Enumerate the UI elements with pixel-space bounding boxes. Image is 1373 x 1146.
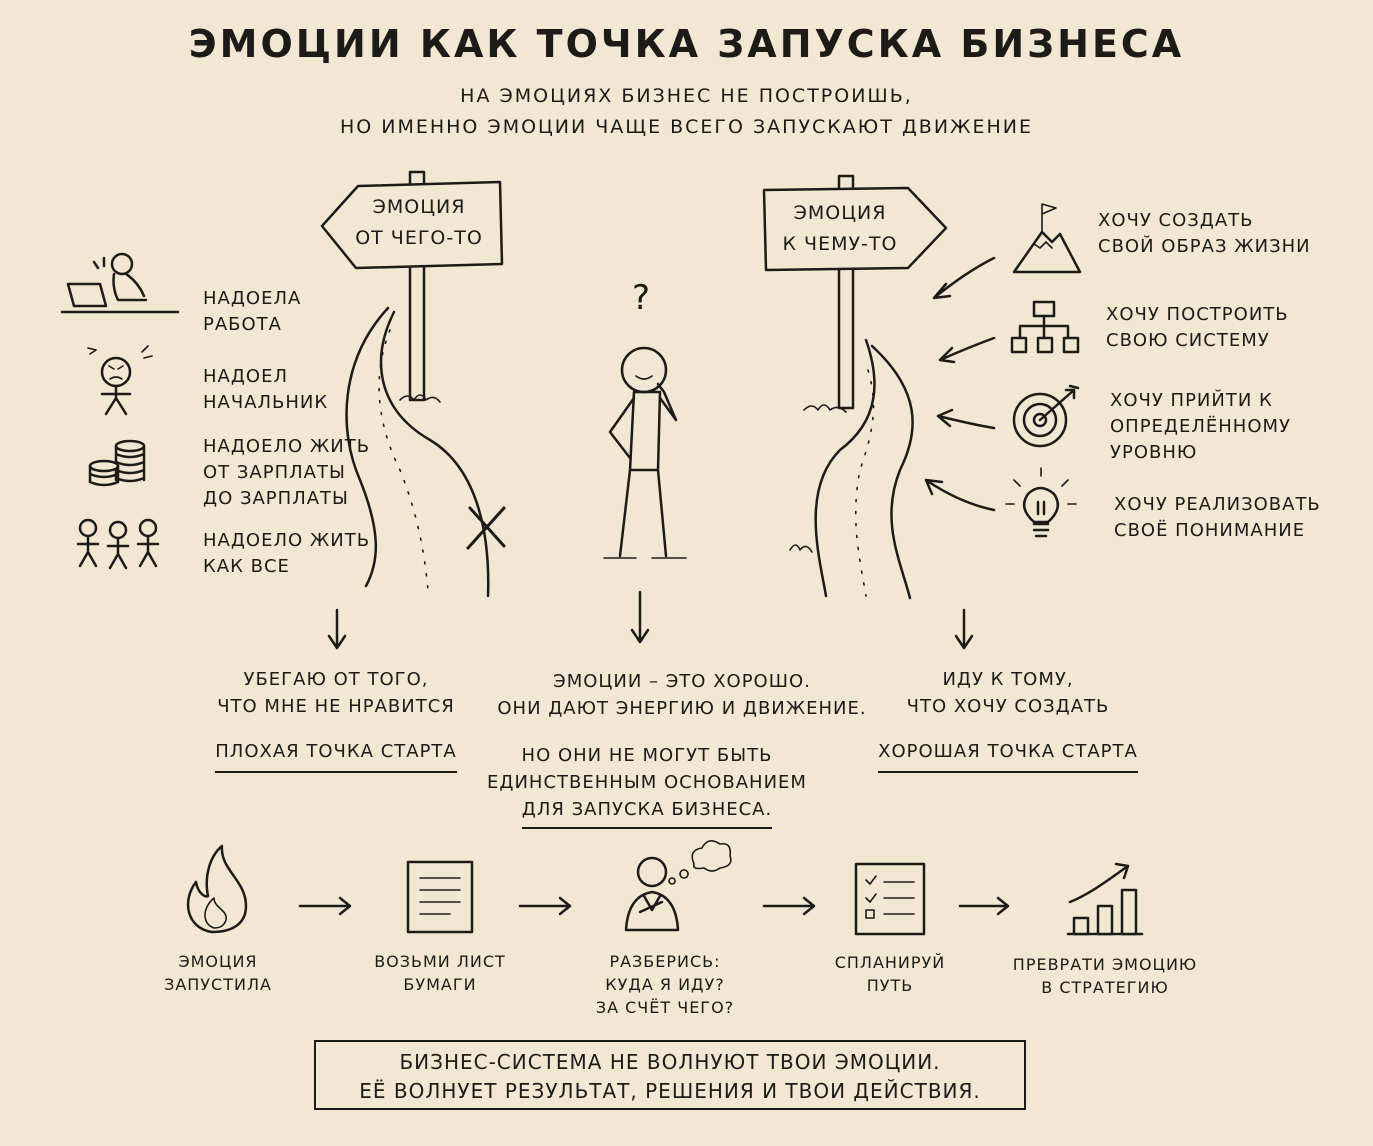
right-sign-line-2: к чему-то xyxy=(782,233,898,255)
step-icons xyxy=(186,840,1144,936)
right-result-line-1: Иду к тому, xyxy=(942,669,1074,690)
left-verdict-wrap: Плохая точка старта xyxy=(176,738,496,773)
right-road xyxy=(789,338,914,600)
right-item-2: Хочу построить свою систему xyxy=(1106,302,1289,354)
step-5-line-2: в стратегию xyxy=(1041,978,1169,997)
left-item-1-line-1: Надоела xyxy=(203,288,302,309)
right-result-line-2: что хочу создать xyxy=(906,696,1110,717)
step-2-line-1: Возьми лист xyxy=(374,952,506,971)
right-result: Иду к тому, что хочу создать xyxy=(848,666,1168,720)
right-item-4: Хочу реализовать своё понимание xyxy=(1114,492,1321,544)
step-2-label: Возьми лист бумаги xyxy=(360,950,520,996)
right-item-1-line-2: свой образ жизни xyxy=(1098,236,1311,257)
laptop-person-icon xyxy=(60,252,180,314)
step-4-line-1: Спланируй xyxy=(834,953,946,972)
step-3-line-2: куда я иду? xyxy=(605,975,725,994)
quote-line-2: Её волнует результат, решения и твои дей… xyxy=(359,1079,981,1103)
left-item-1-line-2: работа xyxy=(203,314,282,335)
right-signpost xyxy=(762,174,948,413)
right-incoming-arrows xyxy=(924,256,996,512)
right-item-3-line-2: определённому xyxy=(1110,416,1292,437)
left-result: Убегаю от того, что мне не нравится xyxy=(176,666,496,720)
question-mark: ? xyxy=(632,278,651,318)
checklist-icon xyxy=(854,862,926,936)
thinking-person-figure xyxy=(603,346,687,559)
step-2-line-2: бумаги xyxy=(403,975,477,994)
left-result-line-2: что мне не нравится xyxy=(217,696,455,717)
left-sign-line-2: от чего-то xyxy=(355,227,483,249)
center-text-2-line-3: для запуска бизнеса. xyxy=(521,796,773,829)
step-5-label: Преврати эмоцию в стратегию xyxy=(1012,953,1198,999)
center-text-line-2: Они дают энергию и движение. xyxy=(497,698,867,719)
right-item-3-line-1: Хочу прийти к xyxy=(1110,390,1273,411)
org-structure-icon xyxy=(1010,300,1080,354)
center-text-2-line-2: единственным основанием xyxy=(487,772,807,793)
right-item-2-line-1: Хочу построить xyxy=(1106,304,1289,325)
down-arrows xyxy=(327,590,974,650)
left-item-3-line-2: от зарплаты xyxy=(203,462,346,483)
left-item-3-line-1: Надоело жить xyxy=(203,436,371,457)
step-4-label: Спланируй путь xyxy=(810,951,970,997)
right-sign-line-1: Эмоция xyxy=(793,202,887,224)
subtitle-line-2: но именно эмоции чаще всего запускают дв… xyxy=(339,116,1034,138)
growth-chart-icon xyxy=(1066,862,1144,936)
step-5-line-1: Преврати эмоцию xyxy=(1012,955,1198,974)
lightbulb-icon xyxy=(1005,467,1077,538)
left-road xyxy=(345,306,506,598)
right-sign-text: Эмоция к чему-то xyxy=(770,198,910,260)
step-1-label: Эмоция запустила xyxy=(140,950,296,996)
left-signpost xyxy=(320,170,504,403)
crowd-icon xyxy=(76,518,160,570)
fire-icon xyxy=(186,844,248,934)
step-4-line-2: путь xyxy=(866,976,914,995)
left-item-4: Надоело жить как все xyxy=(203,528,370,580)
left-item-3-line-3: до зарплаты xyxy=(203,488,349,509)
step-3-label: Разберись: куда я иду? за счёт чего? xyxy=(580,950,750,1019)
step-1-line-1: Эмоция xyxy=(178,952,258,971)
right-verdict-wrap: Хорошая точка старта xyxy=(848,738,1168,773)
subtitle-line-1: На эмоциях бизнес не построишь, xyxy=(460,85,913,107)
right-item-4-line-1: Хочу реализовать xyxy=(1114,494,1321,515)
right-item-3-line-3: уровню xyxy=(1110,442,1198,463)
right-item-3: Хочу прийти к определённому уровню xyxy=(1110,388,1291,466)
left-sign-line-1: Эмоция xyxy=(372,196,466,218)
right-verdict: Хорошая точка старта xyxy=(878,738,1138,773)
step-3-line-1: Разберись: xyxy=(609,952,721,971)
left-verdict: Плохая точка старта xyxy=(215,738,457,773)
left-item-4-line-1: Надоело жить xyxy=(203,530,371,551)
paper-icon xyxy=(406,860,474,934)
right-item-4-line-2: своё понимание xyxy=(1114,520,1306,541)
page-title: Эмоции как точка запуска бизнеса xyxy=(188,22,1185,66)
left-item-3: Надоело жить от зарплаты до зарплаты xyxy=(203,434,370,512)
center-text-2: Но они не могут быть единственным основа… xyxy=(452,742,842,829)
left-item-2: Надоел начальник xyxy=(203,364,328,416)
left-item-1: Надоела работа xyxy=(203,286,301,338)
left-icons xyxy=(60,252,180,570)
left-item-4-line-2: как все xyxy=(203,556,290,577)
coins-icon xyxy=(88,439,146,487)
center-text: Эмоции – это хорошо. Они дают энергию и … xyxy=(452,668,912,722)
left-item-2-line-1: Надоел xyxy=(203,366,288,387)
left-sign-text: Эмоция от чего-то xyxy=(344,192,494,254)
mountain-flag-icon xyxy=(1012,203,1082,274)
left-item-2-line-2: начальник xyxy=(203,392,329,413)
right-icons xyxy=(1005,203,1082,538)
center-text-2-line-1: Но они не могут быть xyxy=(521,745,773,766)
right-item-2-line-2: свою систему xyxy=(1106,330,1270,351)
bottom-quote-box: Бизнес-система не волнуют твои эмоции. Е… xyxy=(314,1040,1026,1110)
left-result-line-1: Убегаю от того, xyxy=(243,669,429,690)
center-text-line-1: Эмоции – это хорошо. xyxy=(553,671,811,692)
step-3-line-3: за счёт чего? xyxy=(595,998,735,1017)
quote-line-1: Бизнес-система не волнуют твои эмоции. xyxy=(399,1050,941,1074)
right-item-1: Хочу создать свой образ жизни xyxy=(1098,208,1311,260)
angry-boss-icon xyxy=(87,345,153,416)
target-icon xyxy=(1012,384,1080,448)
flow-arrows xyxy=(298,896,1010,916)
step-1-line-2: запустила xyxy=(164,975,272,994)
thinking-person-icon xyxy=(624,840,732,932)
right-item-1-line-1: Хочу создать xyxy=(1098,210,1254,231)
